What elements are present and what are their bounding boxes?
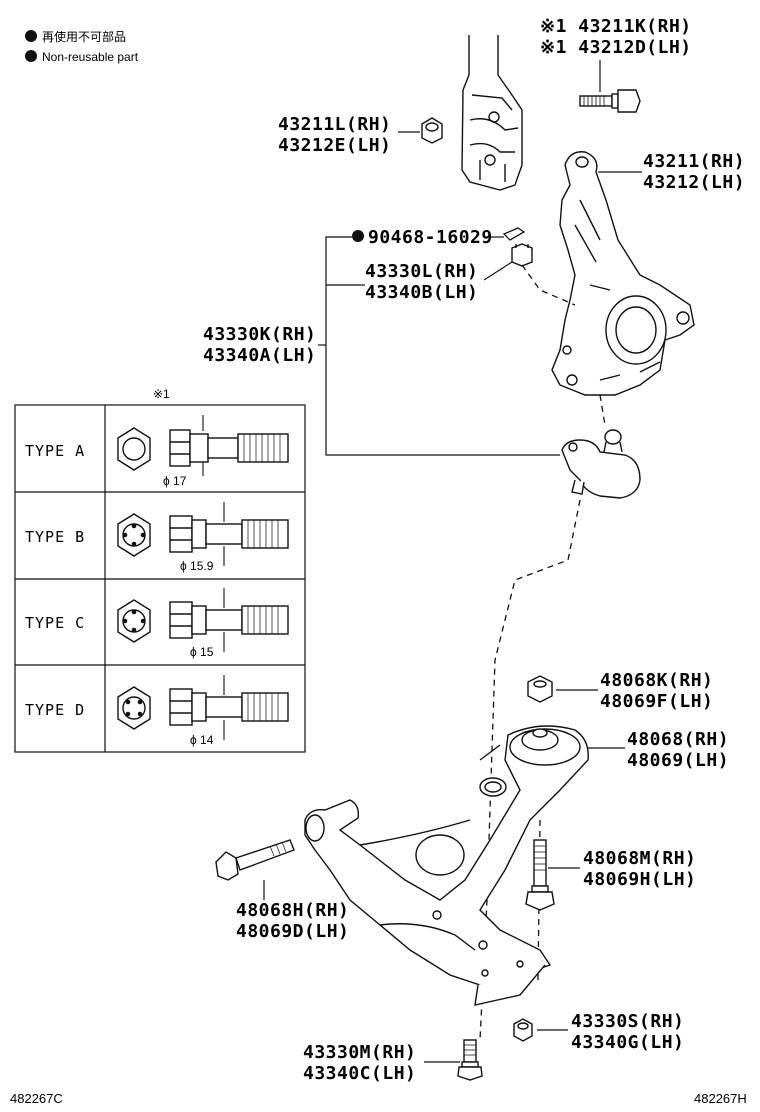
type-table-header: ※1 [153, 387, 170, 401]
type-c-diameter: ϕ 15 [190, 645, 214, 659]
part-bolt-b-rh[interactable]: 48068M(RH) [583, 848, 696, 869]
ball-joint-icon [561, 429, 641, 499]
bolt-icon [579, 89, 641, 113]
non-reusable-marker-icon [352, 230, 364, 242]
part-balljoint-rh[interactable]: 43330K(RH) [203, 324, 316, 345]
long-bolt-icon [215, 839, 295, 881]
part-bolt-c-rh[interactable]: 48068H(RH) [236, 900, 349, 921]
type-a-diameter: ϕ 17 [163, 474, 187, 488]
part-bolt-d-lh[interactable]: 43340C(LH) [303, 1063, 416, 1084]
part-balljoint-lh[interactable]: 43340A(LH) [203, 345, 316, 366]
part-nut-c-rh[interactable]: 48068K(RH) [600, 670, 713, 691]
nut-icon [527, 675, 553, 703]
type-b-diameter: ϕ 15.9 [180, 559, 214, 573]
legend-japanese: 再使用不可部品 [42, 29, 126, 44]
part-bolt-d-rh[interactable]: 43330M(RH) [303, 1042, 416, 1063]
small-nut-icon [513, 1018, 533, 1042]
bolt-head-d-icon [117, 686, 289, 730]
part-nut-d-rh[interactable]: 43330S(RH) [571, 1011, 684, 1032]
cotter-pin-icon [502, 227, 526, 241]
illustration-code-left: 482267C [10, 1091, 63, 1106]
flange-nut-icon [421, 117, 443, 144]
part-bolt-c-lh[interactable]: 48069D(LH) [236, 921, 349, 942]
non-reusable-marker-icon [25, 30, 37, 42]
part-knuckle-rh[interactable]: 43211(RH) [643, 151, 745, 172]
legend-english: Non-reusable part [42, 50, 139, 64]
type-d-label: TYPE D [25, 701, 85, 719]
part-cotter-pin[interactable]: 90468-16029 [368, 227, 493, 248]
part-nut-a-lh[interactable]: 43212E(LH) [278, 135, 391, 156]
part-nut-b-rh[interactable]: 43330L(RH) [365, 261, 478, 282]
vertical-bolt-icon [525, 839, 555, 911]
steering-knuckle-icon [551, 151, 695, 396]
part-bolt-a-rh[interactable]: ※1 43211K(RH) [540, 16, 692, 37]
part-knuckle-lh[interactable]: 43212(LH) [643, 172, 745, 193]
part-nut-a-rh[interactable]: 43211L(RH) [278, 114, 391, 135]
part-bushing-rh[interactable]: 48068(RH) [627, 729, 729, 750]
short-bolt-icon [457, 1039, 483, 1081]
part-nut-d-lh[interactable]: 43340G(LH) [571, 1032, 684, 1053]
strut-bracket-icon [461, 35, 523, 191]
castle-nut-icon [511, 243, 533, 267]
part-nut-c-lh[interactable]: 48069F(LH) [600, 691, 713, 712]
bolt-head-c-icon [117, 599, 289, 643]
part-bolt-b-lh[interactable]: 48069H(LH) [583, 869, 696, 890]
type-c-label: TYPE C [25, 614, 85, 632]
non-reusable-marker-icon [25, 50, 37, 62]
part-bolt-a-lh[interactable]: ※1 43212D(LH) [540, 37, 692, 58]
lower-control-arm-icon [304, 725, 589, 1006]
bolt-head-a-icon [117, 427, 289, 471]
illustration-code-right: 482267H [694, 1091, 747, 1106]
part-bushing-lh[interactable]: 48069(LH) [627, 750, 729, 771]
type-d-diameter: ϕ 14 [190, 733, 214, 747]
bolt-head-b-icon [117, 513, 289, 557]
type-a-label: TYPE A [25, 442, 85, 460]
part-nut-b-lh[interactable]: 43340B(LH) [365, 282, 478, 303]
type-b-label: TYPE B [25, 528, 85, 546]
type-table [14, 404, 306, 753]
